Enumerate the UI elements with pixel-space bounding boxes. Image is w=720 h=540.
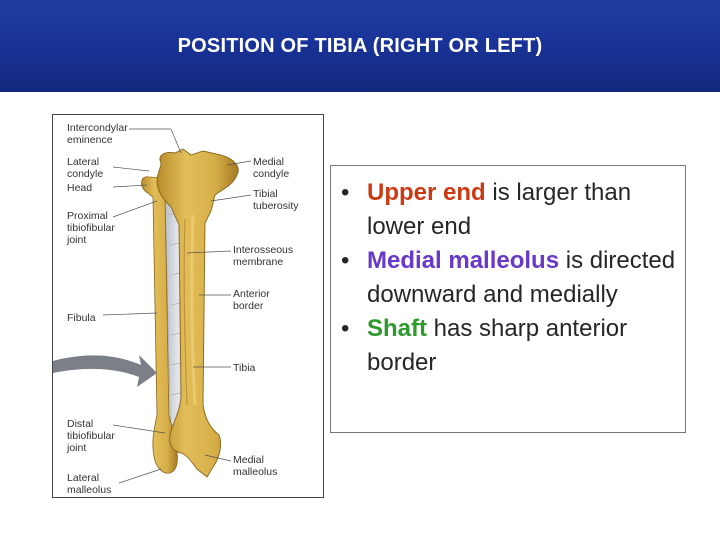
label-medial-malleolus-2: malleolus: [233, 466, 277, 478]
bullet-dot-icon: •: [341, 315, 350, 342]
bullet-text-medial-malleolus: is directed downward and medially: [367, 247, 676, 308]
svg-text:Medial: Medial: [253, 156, 284, 168]
svg-text:tuberosity: tuberosity: [253, 200, 299, 212]
svg-text:Lateral: Lateral: [67, 156, 99, 168]
bullet-text-upper-end: is larger than lower end: [367, 179, 632, 240]
label-tibia: Tibia: [233, 362, 256, 374]
label-fibula: Fibula: [67, 312, 96, 324]
label-distal-tibiofibular-joint: Distal: [67, 418, 93, 430]
bullet-dot-icon: •: [341, 179, 350, 206]
svg-text:Lateral: Lateral: [67, 472, 99, 484]
svg-text:condyle: condyle: [253, 168, 289, 180]
svg-text:condyle: condyle: [67, 168, 103, 180]
svg-text:malleolus: malleolus: [233, 466, 277, 478]
slide-title: POSITION OF TIBIA (RIGHT OR LEFT): [177, 34, 543, 57]
bullet-item-shaft: • Shaft has sharp anterior border: [339, 312, 679, 380]
tibia-shape: [156, 148, 239, 478]
label-interosseous-membrane: Interosseous: [233, 244, 293, 256]
label-proximal-tibiofibular-joint-3: joint: [66, 234, 86, 246]
svg-text:Interosseous: Interosseous: [233, 244, 293, 256]
label-proximal-tibiofibular-joint-2: tibiofibular: [67, 222, 115, 234]
label-interosseous-membrane-2: membrane: [233, 256, 283, 268]
label-medial-condyle: Medial: [253, 156, 284, 168]
label-distal-tibiofibular-joint-2: tibiofibular: [67, 430, 115, 442]
svg-text:membrane: membrane: [233, 256, 283, 268]
svg-text:Distal: Distal: [67, 418, 93, 430]
highlight-medial-malleolus: Medial malleolus: [367, 247, 560, 274]
bullet-item-upper-end: • Upper end is larger than lower end: [339, 176, 679, 244]
direction-arrow-shape: [53, 355, 157, 387]
label-proximal-tibiofibular-joint: Proximal: [67, 210, 108, 222]
svg-text:joint: joint: [66, 234, 86, 246]
tibia-fibula-illustration: Intercondylar eminence Lateral condyle H…: [52, 114, 324, 498]
label-head: Head: [67, 182, 92, 194]
bullet-list: • Upper end is larger than lower end • Med…: [331, 166, 685, 380]
label-medial-malleolus: Medial: [233, 454, 264, 466]
highlight-upper-end: Upper end: [367, 179, 486, 206]
label-lateral-condyle: Lateral: [67, 156, 99, 168]
highlight-shaft: Shaft: [367, 315, 427, 342]
label-tibial-tuberosity: Tibial: [253, 188, 278, 200]
label-distal-tibiofibular-joint-3: joint: [66, 442, 86, 454]
label-lateral-malleolus: Lateral: [67, 472, 99, 484]
bullet-item-medial-malleolus: • Medial malleolus is directed downward a…: [339, 244, 679, 312]
svg-text:border: border: [233, 300, 264, 312]
svg-text:Proximal: Proximal: [67, 210, 108, 222]
svg-text:Fibula: Fibula: [67, 312, 96, 324]
svg-text:joint: joint: [66, 442, 86, 454]
label-medial-condyle-2: condyle: [253, 168, 289, 180]
svg-text:Intercondylar: Intercondylar: [67, 122, 128, 134]
svg-text:tibiofibular: tibiofibular: [67, 430, 115, 442]
label-anterior-border-2: border: [233, 300, 264, 312]
svg-text:Medial: Medial: [233, 454, 264, 466]
svg-text:Anterior: Anterior: [233, 288, 270, 300]
title-bar: [0, 0, 720, 92]
label-tibial-tuberosity-2: tuberosity: [253, 200, 299, 212]
bullet-dot-icon: •: [341, 247, 350, 274]
svg-text:Tibia: Tibia: [233, 362, 256, 374]
svg-text:tibiofibular: tibiofibular: [67, 222, 115, 234]
label-intercondylar-eminence: Intercondylar: [67, 122, 128, 134]
label-lateral-condyle-2: condyle: [67, 168, 103, 180]
bone-diagram: Intercondylar eminence Lateral condyle H…: [53, 122, 299, 496]
svg-text:eminence: eminence: [67, 134, 113, 146]
label-anterior-border: Anterior: [233, 288, 270, 300]
label-intercondylar-eminence-2: eminence: [67, 134, 113, 146]
svg-text:Tibial: Tibial: [253, 188, 278, 200]
bullet-text-shaft: has sharp anterior border: [367, 315, 628, 376]
label-lateral-malleolus-2: malleolus: [67, 484, 111, 496]
bullet-text-box: • Upper end is larger than lower end • Med…: [330, 165, 686, 433]
svg-text:malleolus: malleolus: [67, 484, 111, 496]
svg-text:Head: Head: [67, 182, 92, 194]
